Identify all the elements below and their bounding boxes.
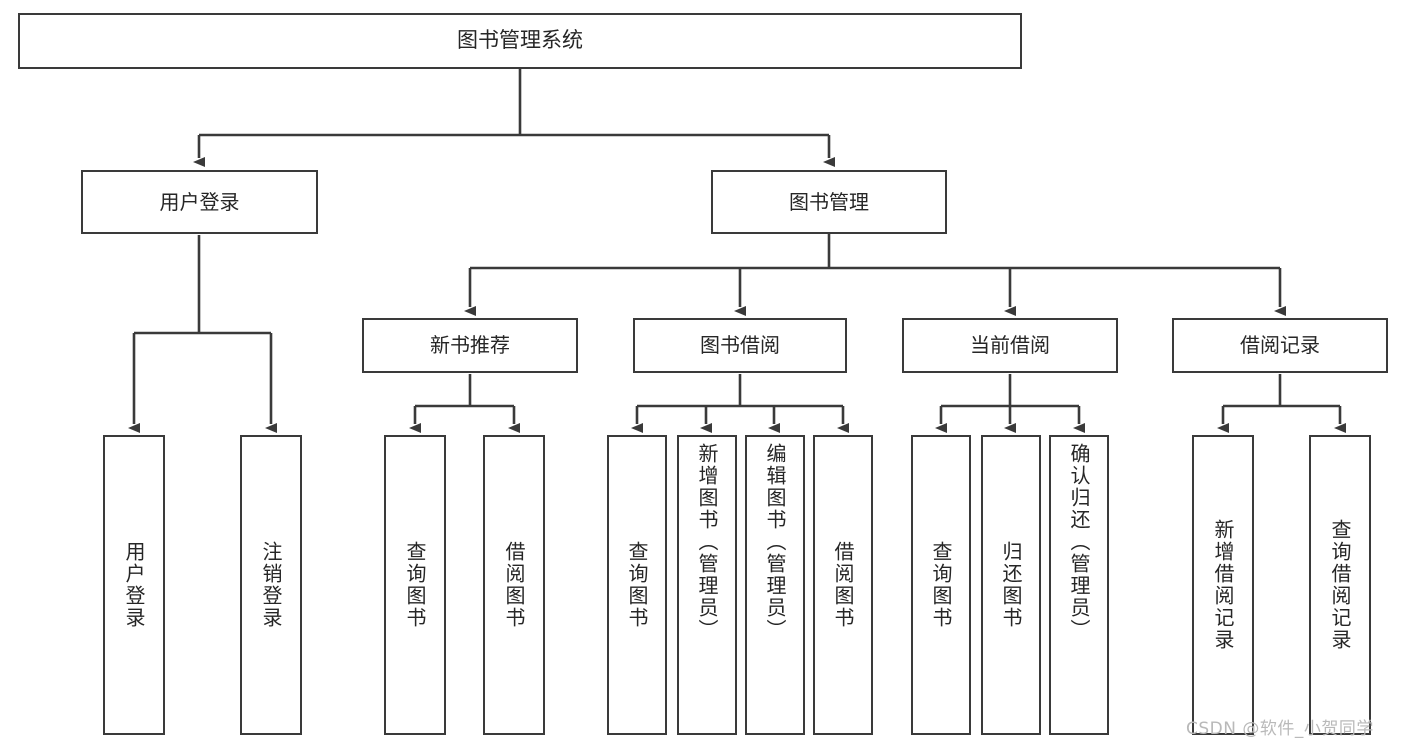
leaf-new-book-borrow-book[interactable]: 借阅图书 xyxy=(483,435,545,735)
leaf-current-borrow-return-book[interactable]: 归还图书 xyxy=(981,435,1041,735)
node-label: 新增借阅记录 xyxy=(1211,519,1235,651)
node-label: 图书管理 xyxy=(789,189,869,214)
node-label: 编辑图书（管理员） xyxy=(763,443,787,641)
node-label: 新书推荐 xyxy=(430,333,510,358)
leaf-book-borrow-edit-book-admin[interactable]: 编辑图书（管理员） xyxy=(745,435,805,735)
leaf-book-borrow-query-book[interactable]: 查询图书 xyxy=(607,435,667,735)
node-label: 查询图书 xyxy=(403,541,427,629)
leaf-user-login-login[interactable]: 用户登录 xyxy=(103,435,165,735)
node-label: 查询图书 xyxy=(929,541,953,629)
node-label: 借阅记录 xyxy=(1240,333,1320,358)
node-label: 借阅图书 xyxy=(502,541,526,629)
node-label: 新增图书（管理员） xyxy=(695,443,719,641)
node-label: 确认归还（管理员） xyxy=(1067,443,1091,641)
leaf-book-borrow-borrow-book[interactable]: 借阅图书 xyxy=(813,435,873,735)
node-label: 查询借阅记录 xyxy=(1328,519,1352,651)
leaf-user-login-logout[interactable]: 注销登录 xyxy=(240,435,302,735)
node-label: 用户登录 xyxy=(159,189,240,214)
leaf-current-borrow-confirm-return-admin[interactable]: 确认归还（管理员） xyxy=(1049,435,1109,735)
node-root-book-management-system[interactable]: 图书管理系统 xyxy=(18,13,1022,69)
node-borrow-record[interactable]: 借阅记录 xyxy=(1172,318,1388,373)
watermark: CSDN @软件_小贺同学 xyxy=(1186,719,1374,739)
node-label: 借阅图书 xyxy=(831,541,855,629)
leaf-borrow-record-add-record[interactable]: 新增借阅记录 xyxy=(1192,435,1254,735)
node-label: 查询图书 xyxy=(625,541,649,629)
node-label: 注销登录 xyxy=(259,541,283,629)
node-current-borrow[interactable]: 当前借阅 xyxy=(902,318,1118,373)
node-user-login[interactable]: 用户登录 xyxy=(81,170,318,234)
node-label: 归还图书 xyxy=(999,541,1023,629)
node-book-borrow[interactable]: 图书借阅 xyxy=(633,318,847,373)
leaf-new-book-query-book[interactable]: 查询图书 xyxy=(384,435,446,735)
node-book-management[interactable]: 图书管理 xyxy=(711,170,947,234)
leaf-current-borrow-query-book[interactable]: 查询图书 xyxy=(911,435,971,735)
node-new-book-recommend[interactable]: 新书推荐 xyxy=(362,318,578,373)
node-label: 图书借阅 xyxy=(700,333,780,358)
leaf-book-borrow-add-book-admin[interactable]: 新增图书（管理员） xyxy=(677,435,737,735)
node-label: 图书管理系统 xyxy=(457,28,583,53)
leaf-borrow-record-query-record[interactable]: 查询借阅记录 xyxy=(1309,435,1371,735)
node-label: 用户登录 xyxy=(122,541,146,629)
node-label: 当前借阅 xyxy=(970,333,1050,358)
